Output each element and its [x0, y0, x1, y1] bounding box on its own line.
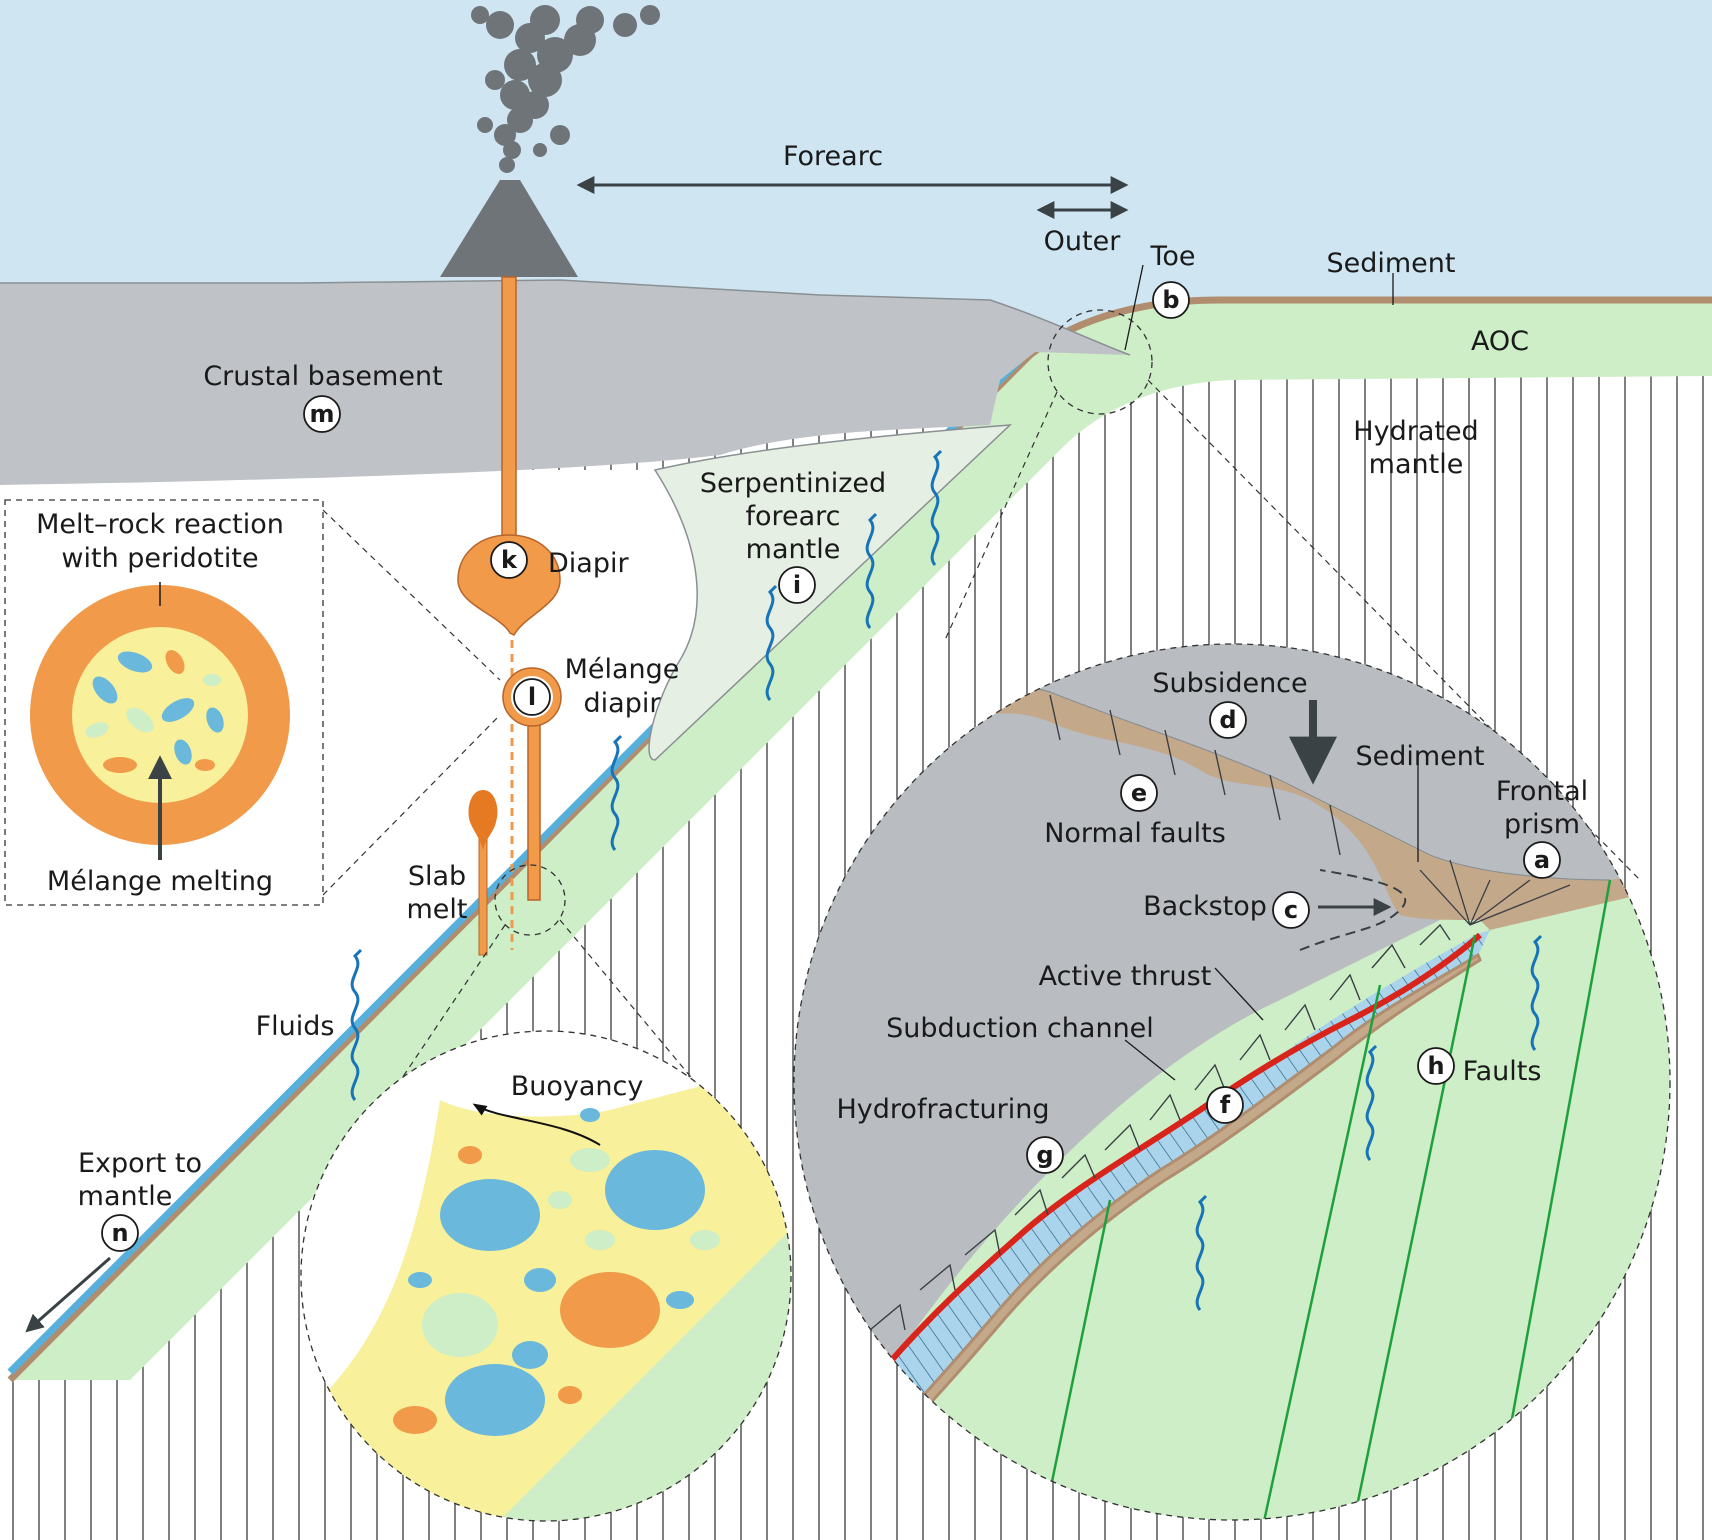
slab-melt-head	[468, 790, 498, 850]
label-subsidence: Subsidence	[1152, 668, 1307, 699]
svg-text:k: k	[501, 546, 518, 574]
svg-text:m: m	[309, 400, 334, 428]
zoom-line	[944, 391, 1058, 641]
frontal-prism-lines	[1419, 859, 1571, 926]
zoom-frontal-sediment	[1480, 875, 1660, 930]
active-thrust-line	[880, 932, 1482, 1372]
crustal-basement	[0, 280, 1130, 485]
label-export-1: Export to	[78, 1148, 202, 1179]
zoom-incoming-sediment	[898, 952, 1482, 1433]
diapir-body	[457, 534, 561, 636]
label-melange-melting: Mélange melting	[47, 866, 273, 897]
svg-text:b: b	[1162, 286, 1179, 314]
label-frontal-prism-2: prism	[1504, 809, 1580, 840]
badge-k: k	[490, 541, 528, 579]
aoc-slab	[10, 300, 1712, 1380]
label-crustal-basement: Crustal basement	[203, 361, 442, 392]
toe-zoom-circle	[794, 644, 1670, 1520]
badge-g: g	[1026, 1136, 1064, 1174]
normal-fault-ticks	[1049, 694, 1341, 856]
melange-diapir-stem	[527, 714, 541, 901]
label-normal-faults: Normal faults	[1044, 818, 1226, 849]
badge-f: f	[1206, 1086, 1244, 1124]
label-frontal-prism-1: Frontal	[1496, 776, 1588, 807]
label-sediment-zoom: Sediment	[1355, 741, 1484, 772]
label-melange-diapir-2: diapir	[584, 688, 662, 719]
label-aoc: AOC	[1471, 326, 1529, 357]
badge-b: b	[1152, 281, 1190, 319]
badge-m: m	[303, 395, 341, 433]
label-buoyancy: Buoyancy	[511, 1071, 644, 1102]
serpentinized-forearc-mantle	[648, 424, 1013, 761]
badge-n: n	[101, 1214, 139, 1252]
badge-h: h	[1417, 1047, 1455, 1085]
volcano	[440, 180, 578, 277]
toe-zoom-marker	[1047, 309, 1153, 415]
export-arrow	[25, 1256, 111, 1333]
label-sediment-top: Sediment	[1326, 248, 1455, 279]
label-hydrated-1: Hydrated	[1353, 416, 1478, 447]
hydrofracture-ticks	[869, 923, 1451, 1331]
label-melt-rock-1: Melt–rock reaction	[36, 509, 284, 540]
active-thrust-pointer	[1214, 967, 1264, 1021]
zoom-line	[322, 714, 501, 896]
svg-text:d: d	[1219, 706, 1236, 734]
badge-a: a	[1523, 841, 1561, 879]
badge-e: e	[1120, 774, 1158, 812]
label-diapir: Diapir	[548, 548, 629, 579]
svg-text:c: c	[1284, 896, 1298, 924]
label-slab-melt-1: Slab	[408, 861, 466, 892]
melange-ball	[30, 585, 290, 845]
diapir-conduit	[501, 276, 517, 543]
crust-outline	[0, 279, 1131, 356]
svg-text:n: n	[111, 1219, 128, 1247]
channel-pointer	[1124, 1039, 1176, 1081]
buoyancy-arrow	[472, 1103, 601, 1146]
label-subduction-channel: Subduction channel	[886, 1013, 1154, 1044]
zoom-line	[322, 509, 501, 681]
zoom-forearc-crust	[794, 644, 1670, 1380]
zoom-line	[559, 919, 761, 1161]
svg-text:a: a	[1534, 846, 1550, 874]
label-melange-diapir-1: Mélange	[565, 654, 680, 685]
toe-pointer	[1124, 264, 1144, 351]
subduction-channel-fill	[880, 930, 1490, 1420]
backstop-line	[1299, 869, 1407, 951]
badge-l: l	[513, 678, 551, 716]
badge-c: c	[1272, 891, 1310, 929]
label-serpentinized-2: forearc	[745, 501, 840, 532]
svg-text:f: f	[1220, 1091, 1231, 1119]
label-hydrated-2: mantle	[1369, 449, 1464, 480]
label-serpentinized-3: mantle	[746, 534, 841, 565]
toe-zoom-circle-outline	[793, 643, 1671, 1521]
label-toe: Toe	[1149, 241, 1195, 272]
label-outer: Outer	[1044, 226, 1122, 257]
label-serpentinized-1: Serpentinized	[700, 468, 886, 499]
label-hydrofracturing: Hydrofracturing	[837, 1094, 1050, 1125]
label-forearc: Forearc	[783, 141, 883, 172]
badge-i: i	[778, 566, 816, 604]
svg-text:h: h	[1427, 1052, 1444, 1080]
buoyancy-zoom-outline	[300, 1030, 792, 1522]
volcanic-plume	[471, 5, 660, 173]
clasts	[393, 1108, 720, 1436]
badge-d: d	[1209, 701, 1247, 739]
svg-text:i: i	[793, 571, 801, 599]
svg-text:e: e	[1131, 779, 1147, 807]
label-fluids: Fluids	[256, 1011, 335, 1042]
label-backstop: Backstop	[1143, 891, 1267, 922]
label-active-thrust: Active thrust	[1039, 961, 1212, 992]
label-slab-melt-2: melt	[406, 894, 467, 925]
fluid-arrows	[350, 449, 1543, 1311]
svg-text:l: l	[528, 683, 536, 711]
melt-zoom-marker	[494, 864, 566, 936]
label-melt-rock-2: with peridotite	[61, 543, 258, 574]
label-export-2: mantle	[78, 1181, 173, 1212]
badges: a b c d e f g h i k l m n	[101, 281, 1561, 1252]
svg-text:g: g	[1036, 1141, 1053, 1169]
label-faults: Faults	[1463, 1056, 1542, 1087]
